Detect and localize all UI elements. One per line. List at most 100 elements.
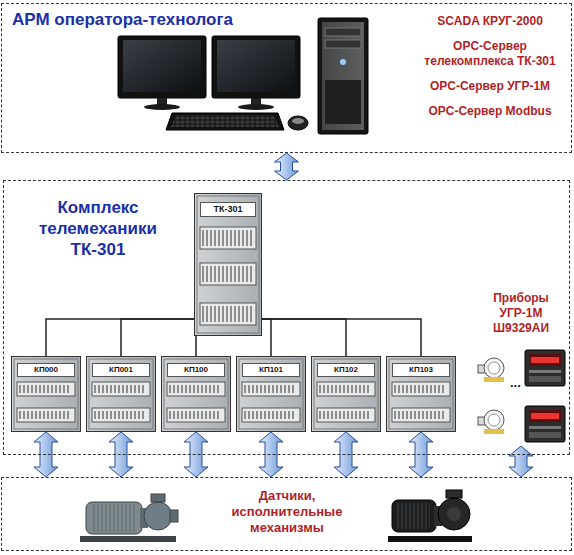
shape — [388, 536, 472, 542]
shape — [430, 411, 431, 419]
shape — [446, 490, 462, 498]
shape — [171, 115, 279, 127]
shape — [284, 411, 285, 419]
shape — [209, 385, 210, 393]
shape — [325, 28, 361, 36]
shape — [256, 411, 257, 419]
shape — [242, 306, 243, 322]
shape — [418, 385, 419, 393]
gauge-device — [478, 410, 504, 434]
shape — [23, 411, 24, 419]
shape — [43, 385, 44, 393]
bus-line — [262, 319, 346, 356]
shape — [246, 306, 247, 322]
shape — [92, 408, 150, 422]
shape — [130, 385, 131, 393]
shape — [244, 385, 245, 393]
shape — [201, 385, 202, 393]
shape — [484, 429, 504, 434]
shape — [250, 306, 251, 322]
shape — [47, 411, 48, 419]
shape — [322, 22, 364, 130]
shape — [406, 385, 407, 393]
shape — [392, 500, 436, 532]
shape — [426, 385, 427, 393]
cabinet-label: КП001 — [92, 363, 150, 377]
shape — [422, 385, 423, 393]
shape — [94, 411, 95, 419]
shape — [206, 230, 207, 246]
shape — [242, 382, 300, 396]
shape — [268, 411, 269, 419]
shape — [118, 411, 119, 419]
shape — [335, 411, 336, 419]
shape — [529, 410, 561, 422]
cabinet-box: КП001 — [86, 356, 156, 432]
shape — [396, 503, 430, 529]
shape — [23, 385, 24, 393]
shape — [339, 411, 340, 419]
shape — [63, 385, 64, 393]
shape — [398, 385, 399, 393]
shape — [27, 385, 28, 393]
shape — [363, 411, 364, 419]
shape — [59, 385, 60, 393]
shape — [256, 385, 257, 393]
shape — [222, 230, 223, 246]
shape — [488, 414, 500, 426]
group-region: ТК-301КП000КП001КП100КП101КП102КП103Приб… — [3, 180, 570, 455]
shape — [280, 411, 281, 419]
shape — [189, 411, 190, 419]
shape — [339, 385, 340, 393]
shape — [343, 411, 344, 419]
cabinet-label: ТК-301 — [200, 202, 256, 217]
shape — [209, 411, 210, 419]
shape — [157, 98, 167, 105]
shape — [351, 411, 352, 419]
shape — [264, 385, 265, 393]
shape — [185, 411, 186, 419]
software-item: OPC-Сервер Modbus — [414, 104, 566, 119]
shape — [197, 196, 259, 333]
shape — [59, 411, 60, 419]
group-region: АРМ оператора-технологаSCADA КРУГ-2000OP… — [1, 3, 572, 153]
cabinet-label: КП000 — [17, 363, 75, 377]
shape — [317, 382, 375, 396]
gauge-device — [478, 358, 504, 382]
shape — [325, 40, 361, 48]
shape — [67, 385, 68, 393]
shape — [63, 411, 64, 419]
shape — [242, 408, 300, 422]
shape — [394, 411, 395, 419]
shape — [351, 385, 352, 393]
shape — [89, 359, 153, 429]
shape — [414, 411, 415, 419]
shape — [340, 59, 346, 65]
keyboard — [166, 113, 284, 130]
shape — [292, 118, 304, 124]
software-item: SCADA КРУГ-2000 — [414, 14, 566, 29]
shape — [106, 411, 107, 419]
shape — [242, 266, 243, 282]
shape — [177, 385, 178, 393]
indicator-device — [525, 350, 565, 386]
shape — [167, 408, 225, 422]
shape — [347, 385, 348, 393]
shape — [529, 354, 561, 366]
shape — [43, 411, 44, 419]
pump-left — [80, 494, 178, 542]
shape — [39, 385, 40, 393]
shape — [272, 385, 273, 393]
shape — [200, 227, 256, 249]
shape — [218, 306, 219, 322]
shape — [529, 432, 561, 438]
shape — [488, 362, 500, 374]
cabinet-box: КП000 — [11, 356, 81, 432]
shape — [367, 411, 368, 419]
shape — [55, 411, 56, 419]
shape — [17, 382, 75, 396]
shape — [80, 536, 176, 542]
cabinet-label: КП101 — [242, 363, 300, 377]
shape — [51, 385, 52, 393]
shape — [434, 411, 435, 419]
